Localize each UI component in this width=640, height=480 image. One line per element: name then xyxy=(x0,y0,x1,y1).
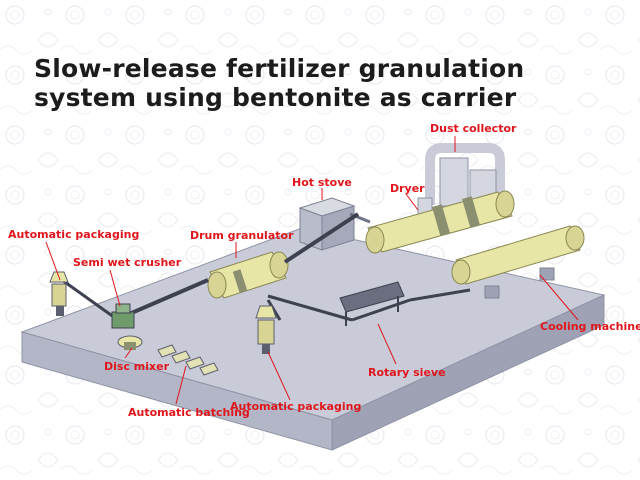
page-title: Slow-release fertilizer granulation syst… xyxy=(34,54,634,112)
label-drum-granulator: Drum granulator xyxy=(190,229,294,242)
label-cooling-machine: Cooling machine xyxy=(540,320,640,333)
label-automatic-batching: Automatic batching xyxy=(128,406,250,419)
automatic-batching-bins xyxy=(157,344,219,376)
packaging-machine-bottom xyxy=(255,305,277,354)
semi-wet-crusher xyxy=(111,303,135,329)
leader-lines xyxy=(45,136,579,405)
conveyor-belts xyxy=(61,212,471,322)
disc-mixer xyxy=(117,335,143,350)
drum-granulator xyxy=(207,251,289,299)
label-disc-mixer: Disc mixer xyxy=(104,360,170,373)
cooling-drum xyxy=(451,225,585,299)
label-dust-collector: Dust collector xyxy=(430,122,517,135)
labels: Dust collector Hot stove Dryer Automatic… xyxy=(8,122,640,419)
packaging-machine-left xyxy=(49,271,69,316)
label-automatic-packaging-left: Automatic packaging xyxy=(8,228,139,241)
label-rotary-sieve: Rotary sieve xyxy=(368,366,446,379)
label-dryer: Dryer xyxy=(390,182,425,195)
title-line-1: Slow-release fertilizer granulation xyxy=(34,54,525,83)
dryer-drum xyxy=(365,190,515,254)
label-automatic-packaging-bottom: Automatic packaging xyxy=(230,400,361,413)
label-semi-wet-crusher: Semi wet crusher xyxy=(73,256,182,269)
label-hot-stove: Hot stove xyxy=(292,176,352,189)
rotary-sieve xyxy=(339,281,405,326)
title-line-2: system using bentonite as carrier xyxy=(34,83,517,112)
